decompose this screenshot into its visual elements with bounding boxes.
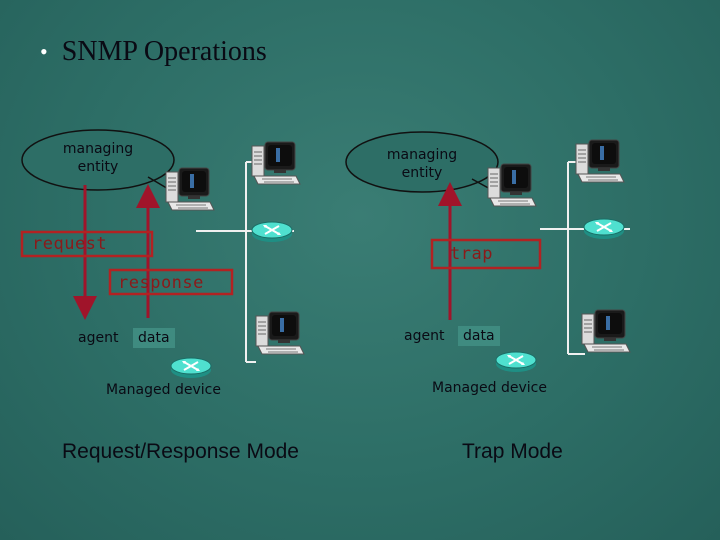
mode-label-right: Trap Mode: [462, 440, 563, 463]
trap-label: trap: [450, 244, 493, 264]
workstation-icon: [165, 167, 215, 211]
agent-label-left: agent: [78, 330, 119, 346]
right-network: [345, 131, 631, 373]
data-label-right: data: [458, 326, 500, 346]
workstation-icon: [575, 139, 625, 183]
data-label-left: data: [133, 328, 175, 348]
title-row: • SNMP Operations: [40, 36, 267, 68]
agent-label-right: agent: [404, 328, 445, 344]
bullet: •: [40, 39, 48, 64]
router-icon: [495, 351, 537, 373]
router-icon: [170, 357, 212, 379]
managing-entity-bubble: [21, 129, 175, 191]
mode-label-left: Request/Response Mode: [62, 440, 299, 463]
managing-entity-bubble: [345, 131, 499, 193]
request-box: [20, 230, 154, 258]
workstation-icon: [581, 309, 631, 353]
left-network: [20, 129, 305, 379]
workstation-icon: [255, 311, 305, 355]
response-box: [108, 268, 234, 296]
slide-title: SNMP Operations: [61, 36, 267, 67]
request-label: request: [32, 234, 108, 254]
response-label: response: [118, 273, 204, 293]
router-icon: [583, 218, 625, 240]
managing-entity-label-left: managing entity: [62, 141, 134, 175]
router-icon: [251, 221, 293, 243]
managed-device-label-right: Managed device: [432, 380, 547, 396]
workstation-icon: [251, 141, 301, 185]
workstation-icon: [487, 163, 537, 207]
trap-box: [430, 238, 542, 270]
managed-device-label-left: Managed device: [106, 382, 221, 398]
managing-entity-label-right: managing entity: [386, 147, 458, 181]
